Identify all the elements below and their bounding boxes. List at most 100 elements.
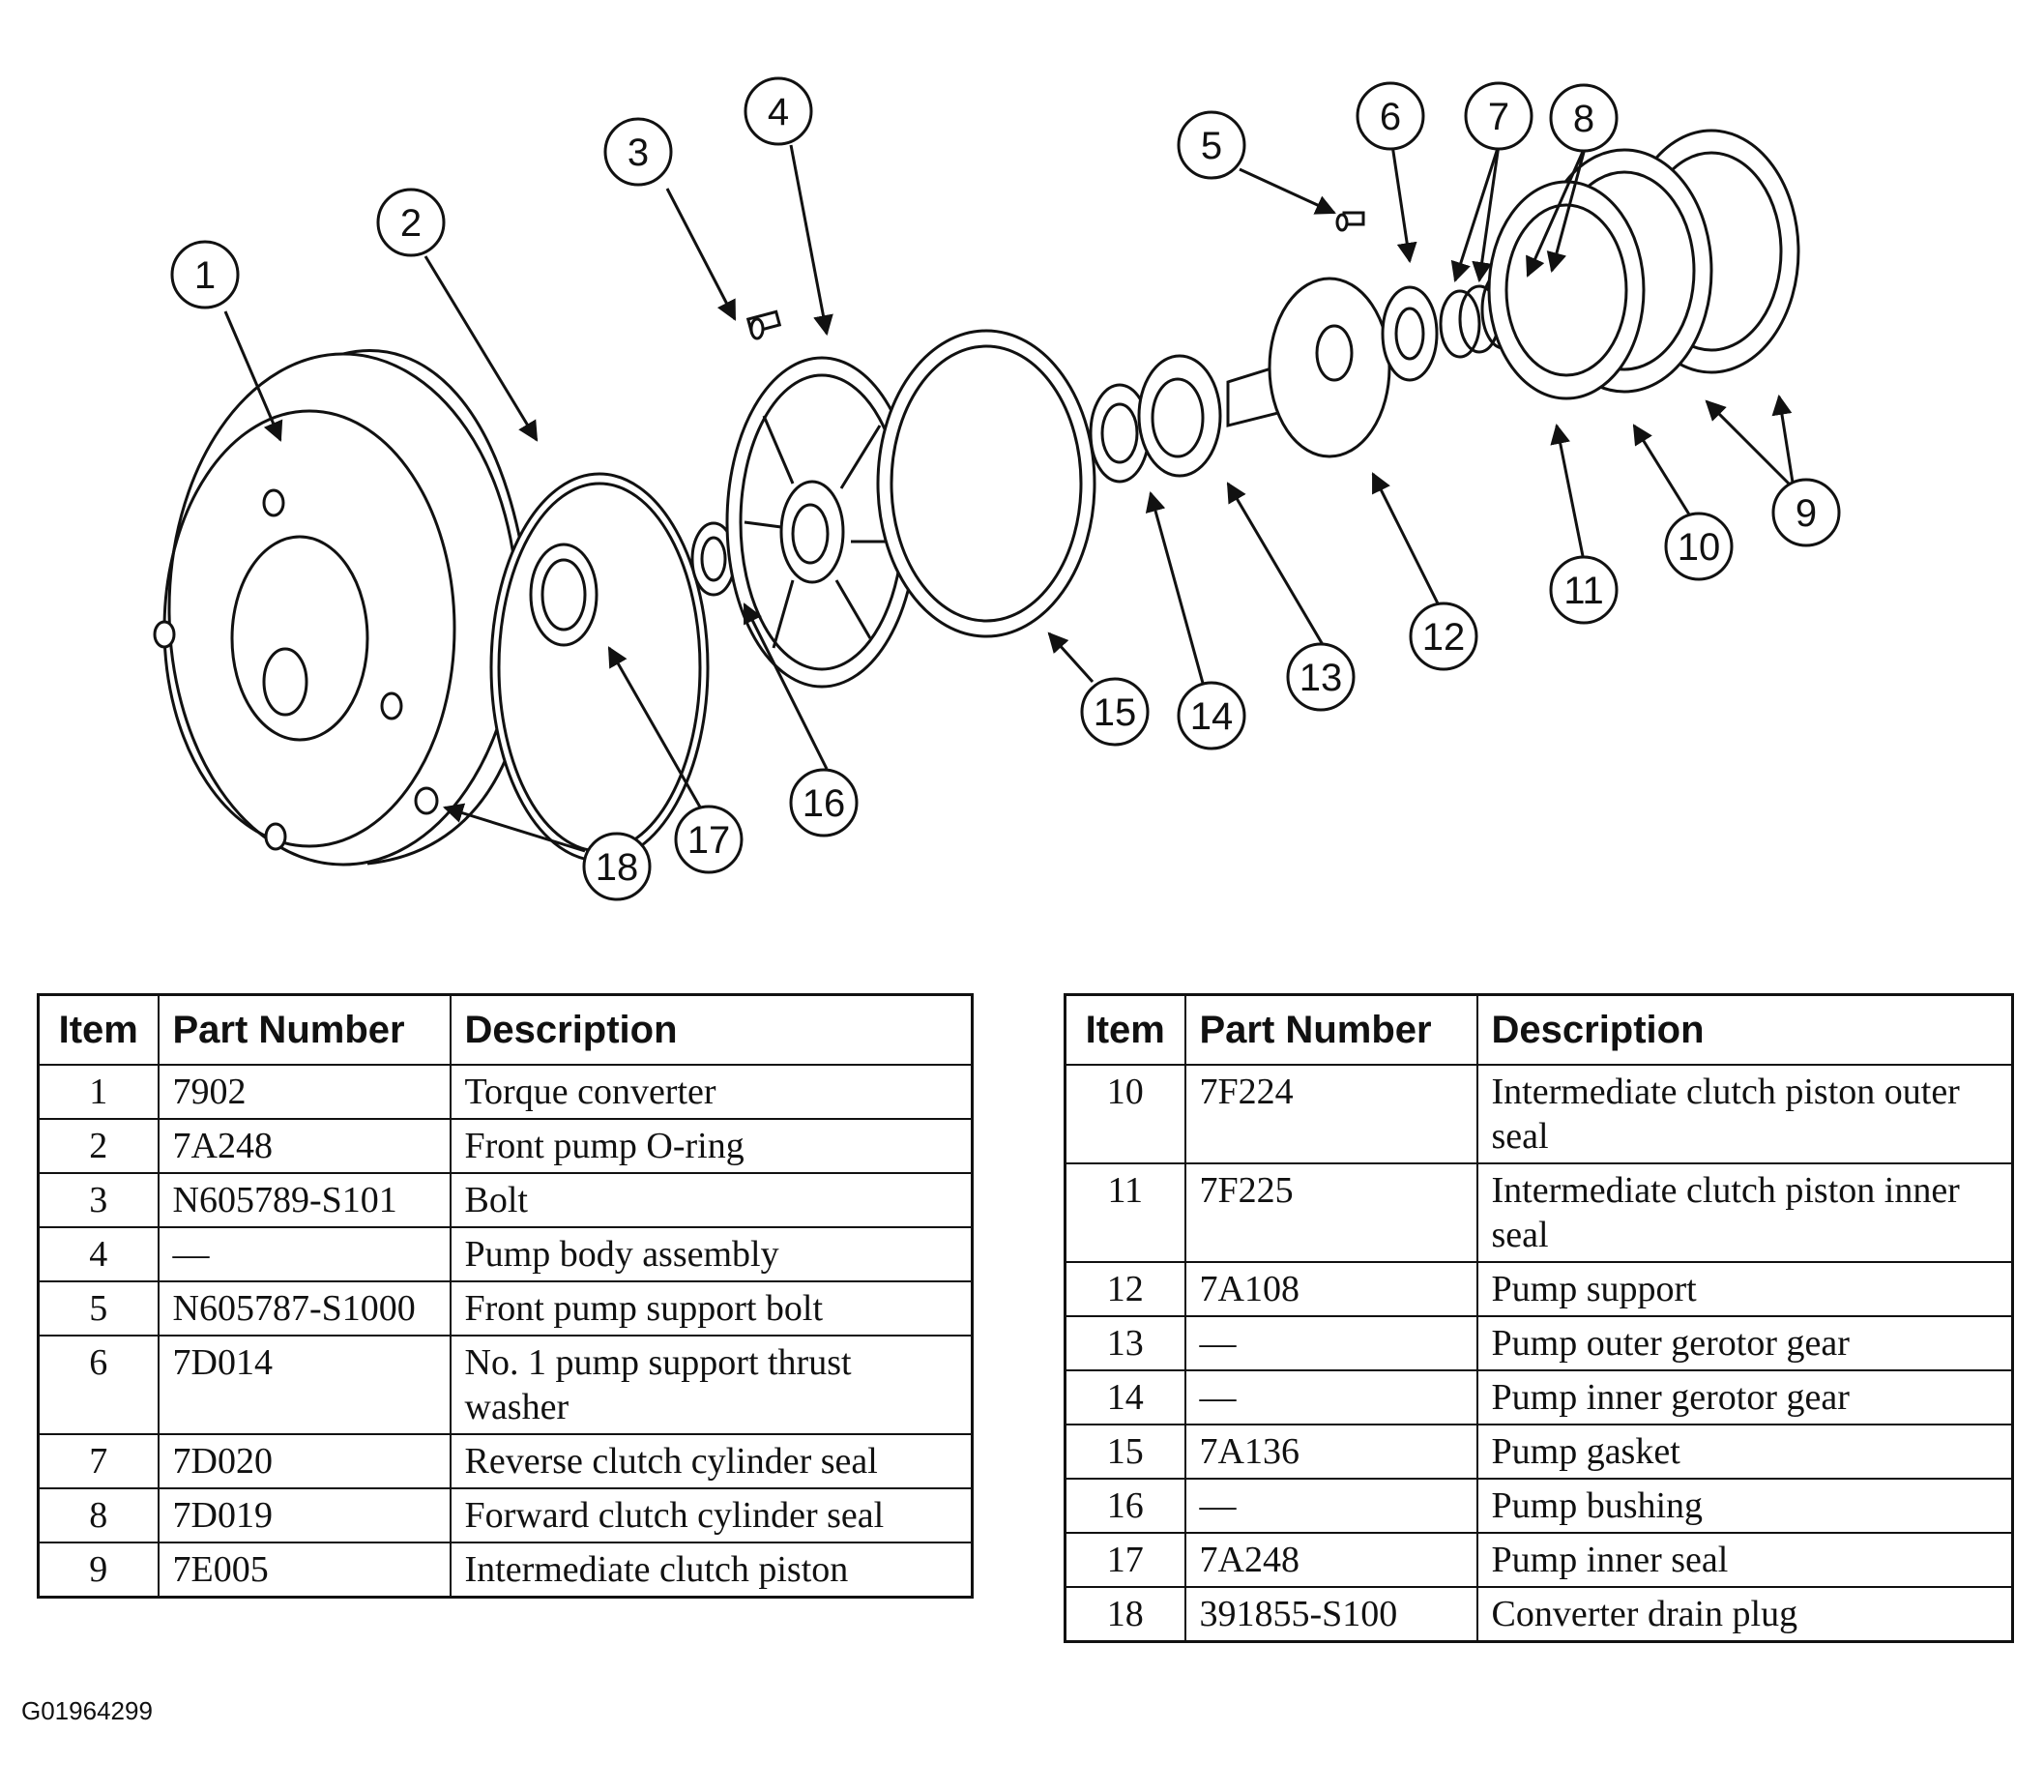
exploded-view-diagram: 1 2 3 4 5 6 7 8 9 10 11 12 13 14 15 16 1…: [153, 76, 1841, 901]
cell-description: Pump inner gerotor gear: [1475, 1369, 2014, 1425]
cell-item: 6: [37, 1335, 160, 1435]
cell-part-number: 7A248: [1183, 1532, 1478, 1588]
svg-text:6: 6: [1380, 96, 1401, 138]
cell-description: Converter drain plug: [1475, 1586, 2014, 1643]
svg-text:13: 13: [1299, 657, 1343, 699]
svg-text:2: 2: [400, 202, 422, 245]
callout-15: 15: [1080, 677, 1150, 747]
callout-16: 16: [789, 768, 859, 837]
callout-18: 18: [582, 832, 652, 901]
cell-part-number: 7F225: [1183, 1162, 1478, 1263]
callout-14: 14: [1177, 681, 1246, 750]
cell-item: 12: [1064, 1261, 1186, 1317]
cell-description: Pump inner seal: [1475, 1532, 2014, 1588]
header-item: Item: [37, 993, 160, 1066]
cell-description: Pump body assembly: [449, 1226, 974, 1282]
cell-part-number: 7D014: [157, 1335, 452, 1435]
cell-description: Front pump support bolt: [449, 1280, 974, 1337]
figure-id: G01964299: [21, 1696, 153, 1725]
cell-part-number: 7902: [157, 1064, 452, 1120]
cell-item: 5: [37, 1280, 160, 1337]
cell-part-number: —: [157, 1226, 452, 1282]
leader-arrows: [223, 144, 1796, 853]
cell-part-number: 7A108: [1183, 1261, 1478, 1317]
callout-5: 5: [1177, 110, 1246, 180]
callout-8: 8: [1549, 83, 1619, 153]
callout-4: 4: [744, 76, 813, 146]
pump-outer-gerotor-gear: [1137, 354, 1222, 478]
cell-item: 13: [1064, 1315, 1186, 1371]
svg-text:1: 1: [194, 254, 216, 297]
cell-item: 17: [1064, 1532, 1186, 1588]
table-header-row: Item Part Number Description: [37, 993, 974, 1066]
cell-description: Intermediate clutch piston inner seal: [1475, 1162, 2014, 1263]
callout-11: 11: [1549, 555, 1619, 625]
cell-description: No. 1 pump support thrust washer: [449, 1335, 974, 1435]
cell-item: 4: [37, 1226, 160, 1282]
cell-description: Pump outer gerotor gear: [1475, 1315, 2014, 1371]
cell-description: Reverse clutch cylinder seal: [449, 1433, 974, 1489]
intermediate-clutch-piston: [1487, 129, 1800, 400]
cell-description: Intermediate clutch piston outer seal: [1475, 1064, 2014, 1164]
cell-item: 8: [37, 1487, 160, 1543]
cell-item: 2: [37, 1118, 160, 1174]
table-row: 14—Pump inner gerotor gear: [1064, 1369, 2014, 1425]
pump-inner-seal: [529, 543, 599, 647]
cell-description: Torque converter: [449, 1064, 974, 1120]
svg-text:7: 7: [1488, 96, 1509, 138]
callout-9: 9: [1771, 478, 1841, 547]
callout-3: 3: [603, 117, 673, 187]
cell-part-number: 7D020: [157, 1433, 452, 1489]
svg-text:17: 17: [687, 819, 731, 862]
cell-item: 7: [37, 1433, 160, 1489]
thrust-washer: [1381, 285, 1439, 382]
table-row: 4—Pump body assembly: [37, 1226, 974, 1282]
cell-item: 16: [1064, 1478, 1186, 1534]
table-row: 13—Pump outer gerotor gear: [1064, 1315, 2014, 1371]
cell-description: Front pump O-ring: [449, 1118, 974, 1174]
cell-item: 11: [1064, 1162, 1186, 1263]
pump-support: [1226, 277, 1391, 458]
cell-part-number: 7F224: [1183, 1064, 1478, 1164]
cell-description: Pump gasket: [1475, 1424, 2014, 1480]
cell-item: 3: [37, 1172, 160, 1228]
header-part-number: Part Number: [157, 993, 452, 1066]
svg-text:10: 10: [1678, 526, 1721, 569]
table-header-row: Item Part Number Description: [1064, 993, 2014, 1066]
callout-2: 2: [376, 188, 446, 257]
cell-description: Pump support: [1475, 1261, 2014, 1317]
front-pump-support-bolt: [1335, 211, 1365, 232]
bolt: [745, 309, 782, 340]
svg-text:16: 16: [803, 782, 846, 825]
cell-part-number: 391855-S100: [1183, 1586, 1478, 1643]
cell-description: Bolt: [449, 1172, 974, 1228]
cell-item: 9: [37, 1542, 160, 1599]
svg-text:8: 8: [1573, 98, 1594, 140]
callouts: 1 2 3 4 5 6 7 8 9 10 11 12 13 14 15 16 1…: [170, 76, 1841, 901]
header-description: Description: [449, 993, 974, 1066]
callout-1: 1: [170, 240, 240, 309]
svg-text:4: 4: [768, 91, 789, 133]
svg-text:11: 11: [1563, 570, 1604, 612]
header-part-number: Part Number: [1183, 993, 1478, 1066]
cell-item: 1: [37, 1064, 160, 1120]
pump-gasket: [876, 329, 1096, 638]
svg-text:3: 3: [628, 132, 649, 174]
svg-text:15: 15: [1094, 691, 1137, 734]
pump-bushing: [690, 521, 737, 597]
cell-part-number: 7E005: [157, 1542, 452, 1599]
svg-text:14: 14: [1190, 695, 1234, 738]
callout-12: 12: [1409, 602, 1478, 671]
